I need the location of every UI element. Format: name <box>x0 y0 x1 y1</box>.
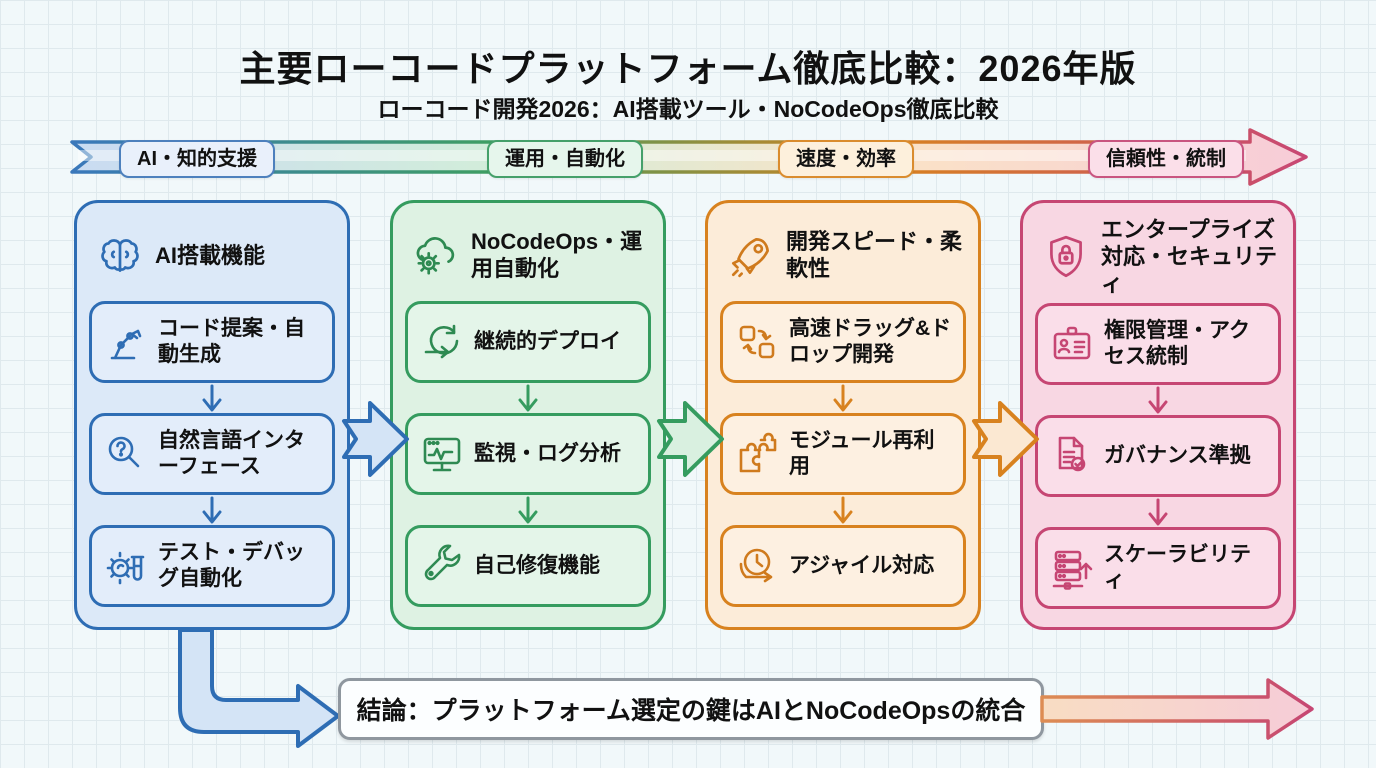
page-subtitle: ローコード開発2026：AI搭載ツール・NoCodeOps徹底比較 <box>377 96 999 122</box>
conclusion-text: 結論：プラットフォーム選定の鍵はAIとNoCodeOpsの統合 <box>356 697 1026 725</box>
column-ai-features: AI搭載機能 コード提案・自動生成 自然言語インターフェース <box>74 200 350 630</box>
cloud-gear-icon <box>416 237 455 275</box>
column-dev-speed: 開発スピード・柔軟性 高速ドラッグ&ドロップ開発 モジュール再利用 <box>705 200 981 630</box>
feature-label: コード提案・自動生成 <box>158 316 305 366</box>
down-arrow <box>89 383 335 413</box>
timeline-label-operations: 運用・自動化 <box>487 140 643 178</box>
feature-box: 権限管理・アクセス統制 <box>1035 303 1281 386</box>
down-arrow <box>1035 497 1281 527</box>
brain-icon <box>101 239 139 272</box>
column-title: AI搭載機能 <box>155 242 266 268</box>
flow-arrow-orange <box>972 401 1039 477</box>
feature-label: モジュール再利用 <box>789 428 935 478</box>
id-card-icon <box>1053 327 1091 360</box>
down-arrow <box>720 383 966 413</box>
feature-label: 権限管理・アクセス統制 <box>1104 319 1250 369</box>
feature-box: 高速ドラッグ&ドロップ開発 <box>720 301 966 383</box>
document-check-icon <box>1058 437 1086 472</box>
puzzle-icon <box>739 432 777 473</box>
column-header: AI搭載機能 <box>89 215 335 301</box>
column-header: エンタープライズ対応・セキュリティ <box>1035 215 1281 303</box>
exit-arrow <box>1040 678 1314 740</box>
flow-arrow-blue <box>342 401 409 477</box>
column-enterprise-security: エンタープライズ対応・セキュリティ 権限管理・アクセス統制 ガバナンス準拠 <box>1020 200 1296 630</box>
timeline-label-speed: 速度・効率 <box>778 140 914 178</box>
feature-box: スケーラビリティ <box>1035 527 1281 610</box>
flow-arrow-green <box>657 401 724 477</box>
page-title: 主要ローコードプラットフォーム徹底比較：2026年版 <box>239 48 1137 89</box>
column-title: エンタープライズ対応・セキュリティ <box>1101 217 1278 296</box>
wrench-icon <box>424 544 461 581</box>
feature-box: 監視・ログ分析 <box>405 413 651 495</box>
column-header: NoCodeOps・運用自動化 <box>405 215 651 301</box>
timeline-label-reliability: 信頼性・統制 <box>1088 140 1244 178</box>
timeline-label-ai: AI・知的支援 <box>119 140 275 178</box>
magnifier-question-icon <box>108 436 140 468</box>
feature-label: 監視・ログ分析 <box>474 441 621 465</box>
feature-label: スケーラビリティ <box>1104 543 1251 593</box>
down-arrow <box>405 383 651 413</box>
robot-arm-icon <box>110 329 142 360</box>
server-scale-icon <box>1052 551 1093 591</box>
feature-label: 継続的デプロイ <box>474 329 621 353</box>
drag-drop-icon <box>739 325 775 359</box>
shield-lock-icon <box>1050 236 1082 278</box>
feature-label: 高速ドラッグ&ドロップ開発 <box>789 316 952 366</box>
column-nocodeops: NoCodeOps・運用自動化 継続的デプロイ 監視・ログ分析 <box>390 200 666 630</box>
feature-box: ガバナンス準拠 <box>1035 415 1281 498</box>
cycle-arrows-icon <box>424 324 459 359</box>
down-arrow <box>405 495 651 525</box>
monitor-pulse-icon <box>423 437 461 472</box>
timeline-ribbon-arrow <box>70 128 1308 186</box>
down-arrow <box>1035 385 1281 415</box>
feature-box: コード提案・自動生成 <box>89 301 335 383</box>
down-arrow <box>720 495 966 525</box>
column-title: NoCodeOps・運用自動化 <box>471 229 643 281</box>
feature-box: 自然言語インターフェース <box>89 413 335 495</box>
feature-label: 自己修復機能 <box>474 553 600 577</box>
feature-label: テスト・デバッグ自動化 <box>158 540 305 590</box>
agile-clock-icon <box>739 548 773 583</box>
feature-label: アジャイル対応 <box>789 553 935 577</box>
column-title: 開発スピード・柔軟性 <box>786 229 963 281</box>
down-arrow <box>89 495 335 525</box>
conclusion-box: 結論：プラットフォーム選定の鍵はAIとNoCodeOpsの統合 <box>338 678 1044 740</box>
feature-box: テスト・デバッグ自動化 <box>89 525 335 607</box>
feature-box: モジュール再利用 <box>720 413 966 495</box>
feature-label: 自然言語インターフェース <box>158 428 305 478</box>
feature-box: アジャイル対応 <box>720 525 966 607</box>
elbow-arrow-to-conclusion <box>178 628 340 748</box>
feature-box: 継続的デプロイ <box>405 301 651 383</box>
feature-label: ガバナンス準拠 <box>1104 444 1251 468</box>
rocket-icon <box>731 237 770 278</box>
gear-testtube-icon <box>106 551 145 585</box>
feature-box: 自己修復機能 <box>405 525 651 607</box>
column-header: 開発スピード・柔軟性 <box>720 215 966 301</box>
